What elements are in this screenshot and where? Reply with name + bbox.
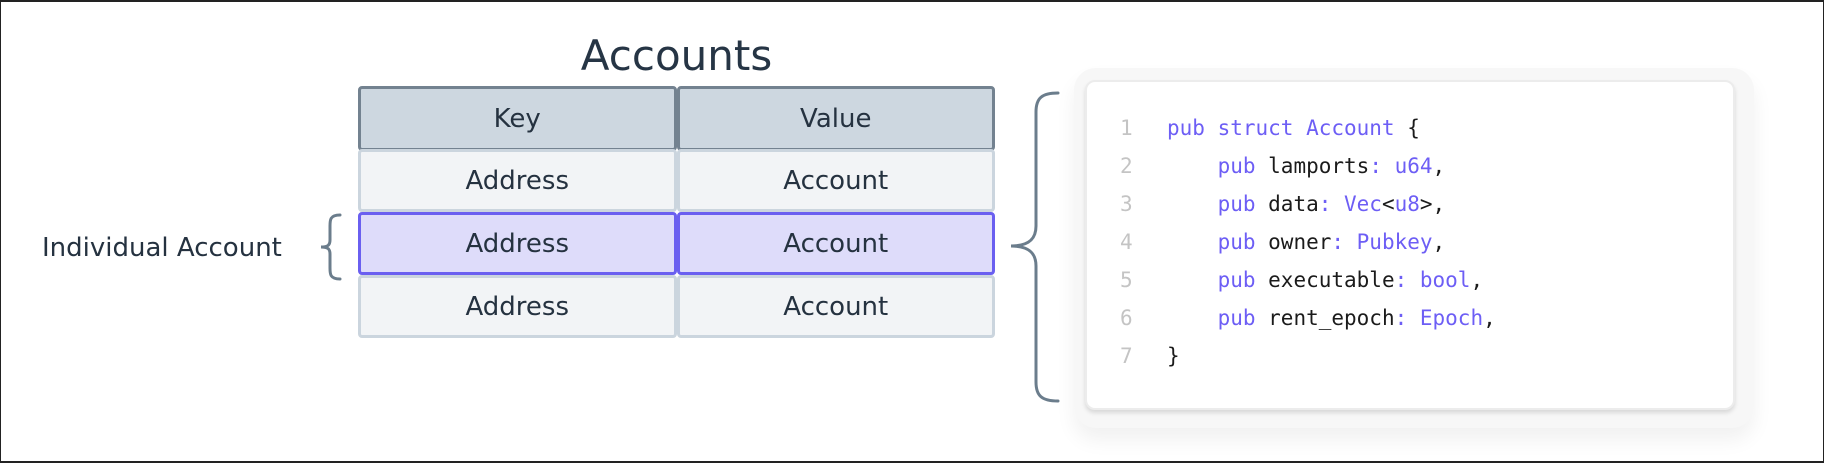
code-line: 7}	[1108, 337, 1496, 375]
cell-value: Account	[676, 212, 995, 275]
large-brace-icon	[1010, 91, 1060, 403]
cell-value: Account	[676, 149, 995, 212]
header-key: Key	[358, 86, 677, 151]
cell-key: Address	[358, 275, 677, 338]
code-panel	[1085, 80, 1735, 410]
header-value: Value	[676, 86, 995, 151]
individual-account-label: Individual Account	[42, 233, 282, 263]
left-brace-icon	[320, 213, 342, 281]
table-row-highlighted: Address Account	[358, 212, 995, 275]
accounts-table: Key Value Address Account Address Accoun…	[358, 86, 995, 338]
line-number: 3	[1120, 192, 1133, 216]
line-number: 1	[1120, 116, 1133, 140]
code-line: 5 pub executable: bool,	[1108, 261, 1496, 299]
line-number: 5	[1120, 268, 1133, 292]
cell-key: Address	[358, 212, 677, 275]
table-row: Address Account	[358, 149, 995, 212]
code-line: 3 pub data: Vec<u8>,	[1108, 185, 1496, 223]
line-number: 7	[1120, 344, 1133, 368]
table-header-row: Key Value	[358, 86, 995, 151]
line-number: 4	[1120, 230, 1133, 254]
table-row: Address Account	[358, 275, 995, 338]
code-line: 2 pub lamports: u64,	[1108, 147, 1496, 185]
diagram-title: Accounts	[580, 31, 773, 80]
code-line: 4 pub owner: Pubkey,	[1108, 223, 1496, 261]
code-line: 6 pub rent_epoch: Epoch,	[1108, 299, 1496, 337]
cell-value: Account	[676, 275, 995, 338]
line-number: 6	[1120, 306, 1133, 330]
line-number: 2	[1120, 154, 1133, 178]
cell-key: Address	[358, 149, 677, 212]
